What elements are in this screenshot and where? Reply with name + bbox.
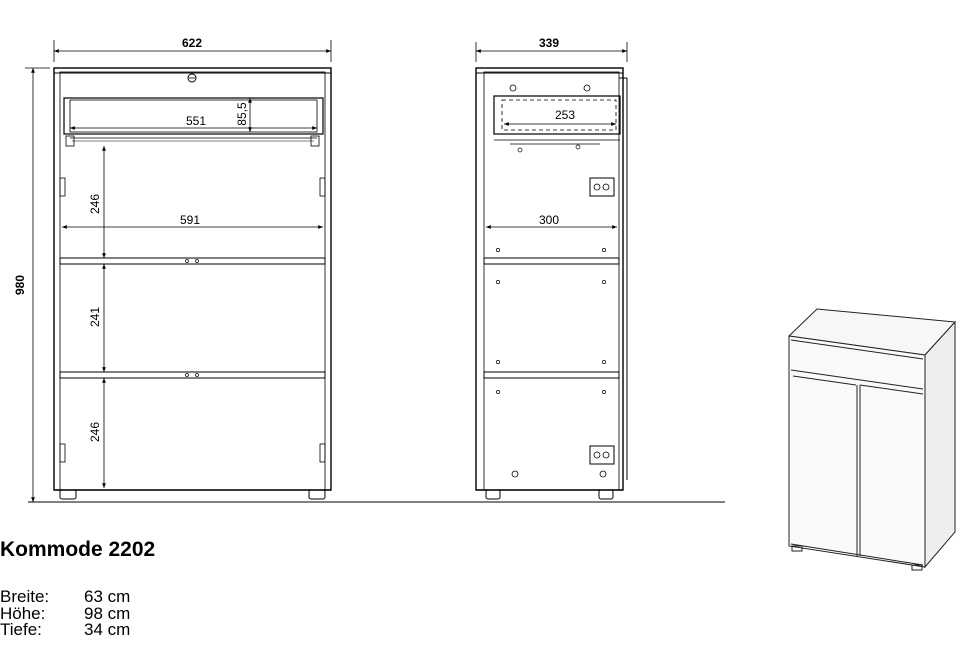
front-view	[25, 40, 332, 502]
spec-value: 98 cm	[84, 603, 131, 623]
spec-label: Höhe:	[0, 603, 46, 623]
dim-drawer-height: 85,5	[235, 102, 249, 126]
spec-row-depth: Tiefe: 34 cm	[0, 620, 131, 639]
dim-inner-width: 591	[180, 213, 200, 227]
spec-value: 63 cm	[84, 587, 131, 606]
product-specs: Breite: 63 cm Höhe: 98 cm Tiefe: 34 cm	[0, 587, 131, 639]
dim-drawer-inner-width: 551	[186, 114, 206, 128]
spec-row-height: Höhe: 98 cm	[0, 603, 131, 623]
dim-side-depth: 339	[539, 36, 559, 50]
side-view	[475, 42, 628, 500]
dim-compartment-middle: 241	[88, 307, 102, 327]
dim-front-width: 622	[182, 36, 202, 50]
dim-compartment-top: 246	[88, 194, 102, 214]
dim-compartment-bottom: 246	[88, 422, 102, 442]
dim-shelf-depth: 300	[539, 213, 559, 227]
dim-drawer-depth: 253	[555, 108, 575, 122]
spec-value: 34 cm	[84, 620, 131, 639]
product-title: Kommode 2202	[0, 538, 156, 561]
spec-row-width: Breite: 63 cm	[0, 587, 131, 606]
dim-height: 980	[13, 275, 27, 295]
spec-label: Tiefe:	[0, 620, 42, 639]
cabinet-perspective-sketch	[787, 308, 957, 571]
spec-label: Breite:	[0, 587, 50, 606]
